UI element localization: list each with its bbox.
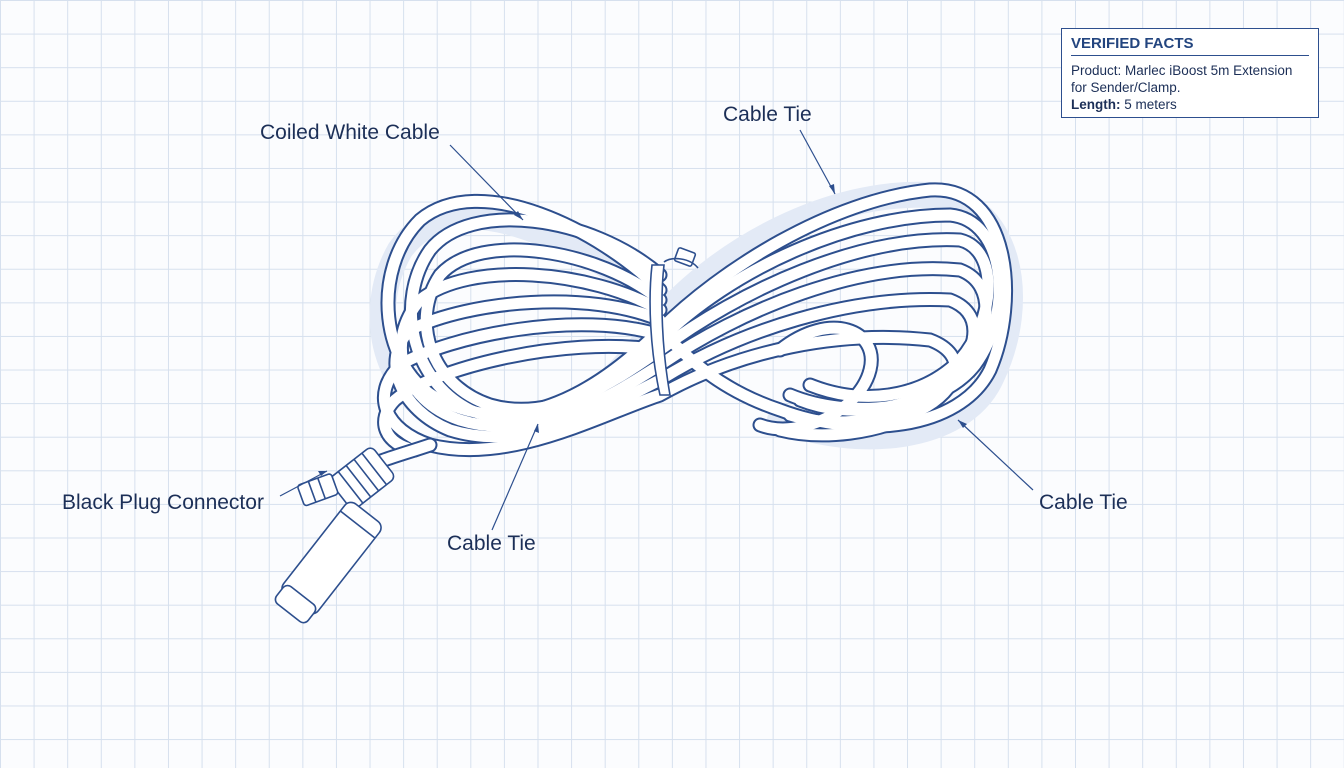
cable-tie-center: [649, 247, 699, 396]
leader-lines: [279, 129, 1034, 531]
label-coiled-cable: Coiled White Cable: [260, 121, 440, 144]
facts-length-key: Length:: [1071, 97, 1121, 112]
facts-length: Length: 5 meters: [1071, 96, 1309, 113]
label-cable-tie-right: Cable Tie: [1039, 491, 1128, 514]
facts-length-value: 5 meters: [1124, 97, 1177, 112]
facts-product-key: Product:: [1071, 63, 1122, 78]
cable-coil: [376, 182, 1013, 458]
facts-product: Product: Marlec iBoost 5m Extension for …: [1071, 62, 1309, 96]
black-plug-connector: [274, 447, 395, 624]
label-cable-tie-top: Cable Tie: [723, 103, 812, 126]
label-cable-tie-bottom: Cable Tie: [447, 532, 536, 555]
facts-product-value: Marlec iBoost 5m Extension for Sender/Cl…: [1071, 63, 1293, 95]
label-plug-connector: Black Plug Connector: [62, 491, 264, 514]
leader-arrowheads: [318, 184, 967, 476]
facts-title: VERIFIED FACTS: [1071, 35, 1309, 56]
verified-facts-box: VERIFIED FACTS Product: Marlec iBoost 5m…: [1061, 28, 1319, 118]
